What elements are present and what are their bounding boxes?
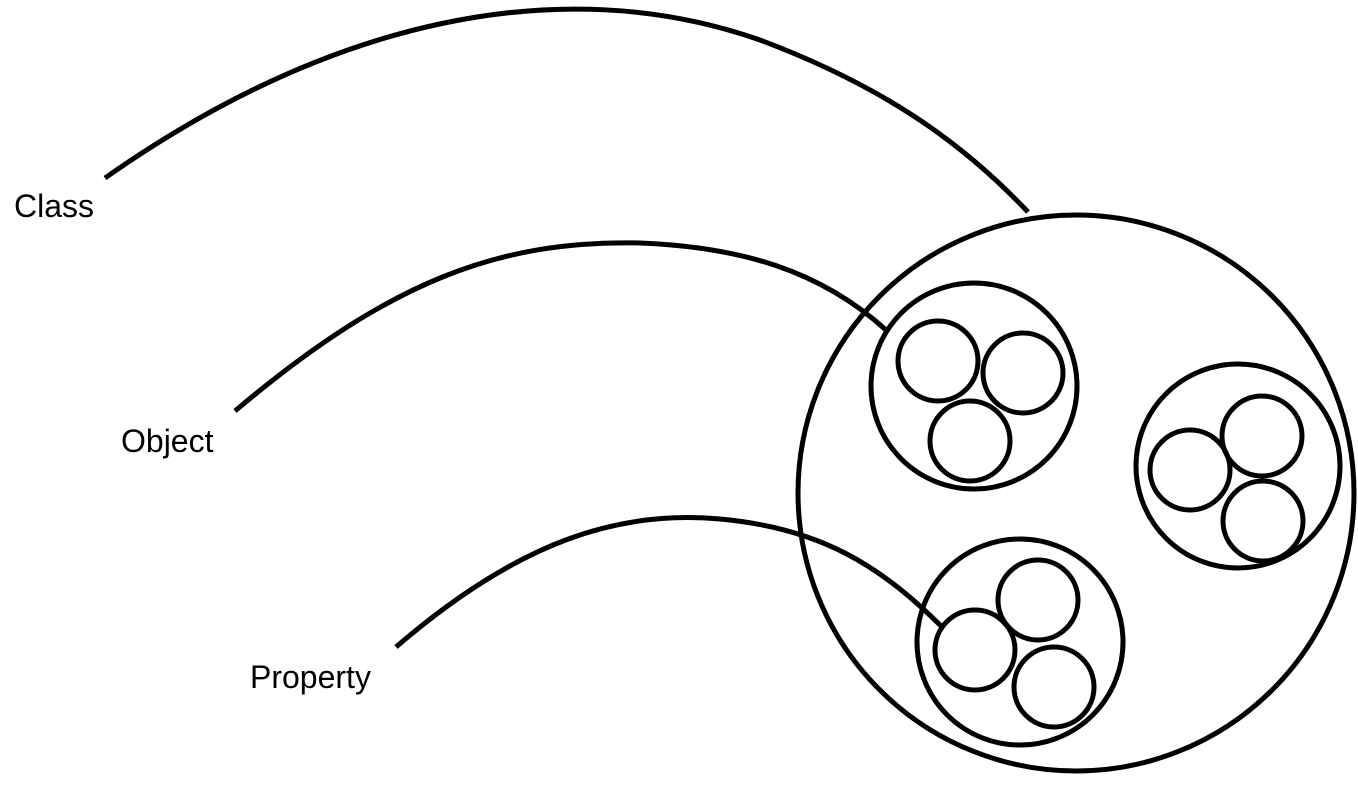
- property-circle: [1220, 478, 1306, 564]
- property-circle: [1219, 393, 1305, 479]
- object-group-3: [914, 536, 1126, 748]
- class-circle: [795, 212, 1357, 774]
- property-circle: [895, 318, 981, 404]
- property-circle: [1147, 427, 1233, 513]
- property-label: Property: [250, 659, 371, 695]
- object-group-2: [1133, 361, 1343, 571]
- object-circle: [1133, 361, 1343, 571]
- property-circle: [995, 557, 1081, 643]
- class-connector: [103, 6, 1030, 214]
- object-connector: [233, 240, 888, 413]
- property-connector: [394, 515, 945, 649]
- object-label: Object: [121, 423, 214, 459]
- object-circle: [868, 280, 1080, 492]
- property-circle: [1011, 644, 1097, 730]
- property-circle: [932, 607, 1018, 693]
- object-group-1: [868, 280, 1080, 492]
- class-label: Class: [14, 188, 94, 224]
- object-circle: [914, 536, 1126, 748]
- property-circle: [927, 398, 1013, 484]
- property-circle: [980, 330, 1066, 416]
